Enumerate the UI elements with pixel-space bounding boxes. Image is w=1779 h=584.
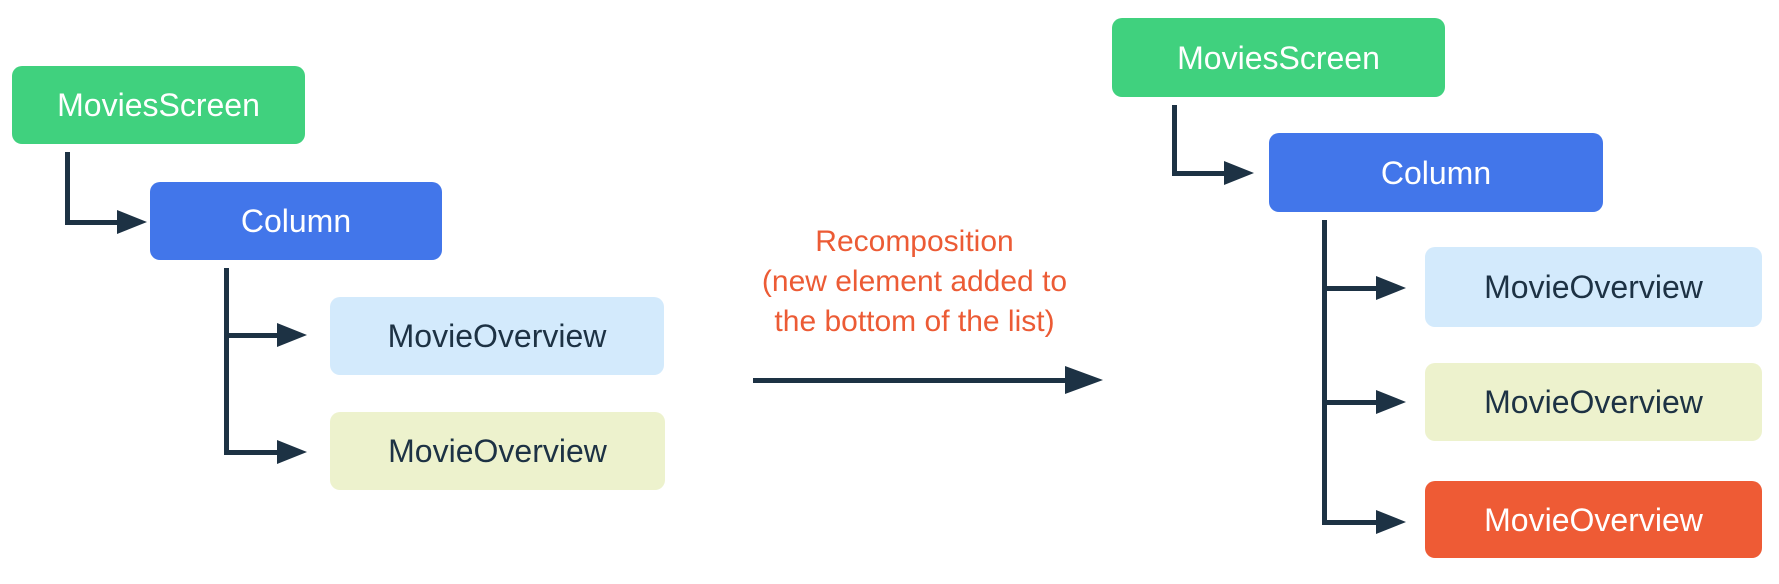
recomposition-label: Recomposition (new element added to the … bbox=[692, 222, 1137, 342]
right-tree-child-node: MovieOverview bbox=[1425, 247, 1762, 327]
arrow-right-icon bbox=[1376, 390, 1406, 414]
right-tree-child-node: MovieOverview bbox=[1425, 363, 1762, 441]
right-tree-root-node: MoviesScreen bbox=[1112, 18, 1445, 97]
connector-line bbox=[224, 450, 278, 455]
arrow-right-icon bbox=[1224, 161, 1254, 185]
connector-line bbox=[224, 333, 278, 338]
connector-line bbox=[1322, 520, 1377, 525]
recomposition-label-line: (new element added to bbox=[761, 265, 1068, 298]
left-tree-child-node: MovieOverview bbox=[330, 297, 664, 375]
arrow-right-icon bbox=[117, 210, 147, 234]
recomposition-label-line: Recomposition bbox=[815, 225, 1014, 258]
connector-line bbox=[1322, 400, 1377, 405]
connector-line bbox=[65, 220, 118, 225]
left-tree-column-node: Column bbox=[150, 182, 442, 260]
connector-line bbox=[1172, 171, 1225, 176]
connector-line bbox=[1322, 286, 1377, 291]
arrow-right-icon bbox=[1065, 366, 1103, 394]
left-tree-child-node: MovieOverview bbox=[330, 412, 665, 490]
connector-line bbox=[1172, 105, 1177, 176]
recomposition-arrow-line bbox=[753, 378, 1068, 383]
connector-line bbox=[65, 152, 70, 225]
right-tree-column-node: Column bbox=[1269, 133, 1603, 212]
connector-line bbox=[1322, 220, 1327, 525]
arrow-right-icon bbox=[1376, 276, 1406, 300]
right-tree-new-child-node: MovieOverview bbox=[1425, 481, 1762, 558]
left-tree-root-node: MoviesScreen bbox=[12, 66, 305, 144]
connector-line bbox=[224, 268, 229, 455]
arrow-right-icon bbox=[1376, 510, 1406, 534]
arrow-right-icon bbox=[277, 323, 307, 347]
arrow-right-icon bbox=[277, 440, 307, 464]
recomposition-label-line: the bottom of the list) bbox=[774, 305, 1055, 338]
